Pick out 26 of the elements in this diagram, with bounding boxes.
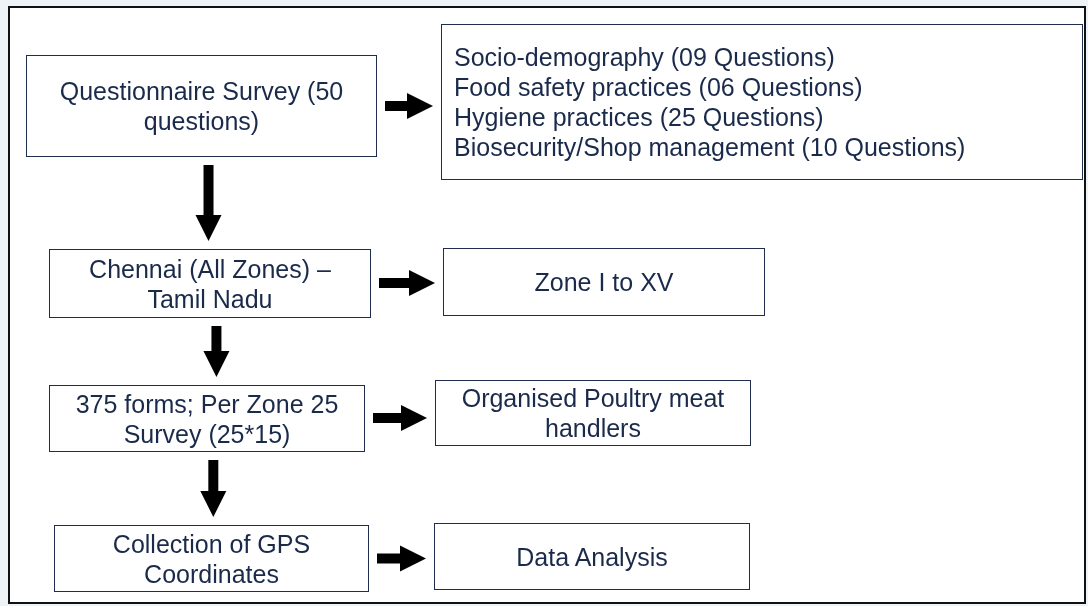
box-text: Hygiene practices (25 Questions): [454, 102, 824, 132]
block-arrow: [203, 326, 230, 377]
box-text: Zone I to XV: [534, 267, 674, 297]
block-arrow: [377, 545, 426, 572]
box-text: Data Analysis: [516, 541, 668, 572]
box-text: Chennai (All Zones) – Tamil Nadu: [88, 253, 332, 314]
block-arrow: [200, 460, 227, 517]
box-text: Organised Poultry meat handlers: [460, 383, 726, 443]
box-text: Questionnaire Survey (50 questions): [58, 76, 345, 136]
process-box: [435, 380, 751, 446]
process-box: [26, 55, 377, 157]
process-box: [434, 523, 750, 590]
box-text: Food safety practices (06 Questions): [454, 72, 863, 102]
process-box: [49, 385, 365, 452]
process-box: [443, 248, 765, 316]
box-text: Socio-demography (09 Questions): [454, 42, 835, 72]
process-box: [441, 24, 1083, 180]
block-arrow: [385, 93, 433, 119]
box-text: Biosecurity/Shop management (10 Questions): [454, 132, 966, 162]
process-box: [54, 525, 369, 592]
block-arrow: [373, 405, 427, 431]
block-arrow: [195, 165, 222, 241]
process-box: [49, 249, 371, 318]
box-text: 375 forms; Per Zone 25 Survey (25*15): [74, 388, 340, 449]
block-arrow: [379, 270, 435, 296]
box-text: Collection of GPS Coordinates: [111, 528, 312, 589]
